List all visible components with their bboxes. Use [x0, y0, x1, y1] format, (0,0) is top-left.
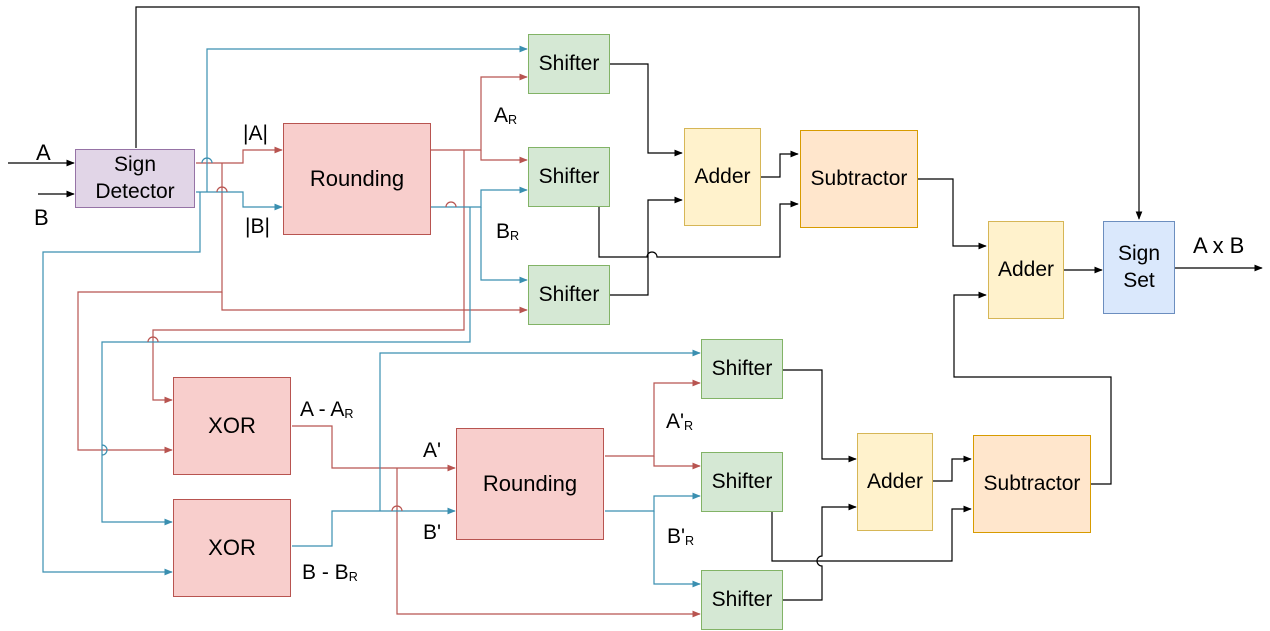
label-input-b: B — [34, 205, 49, 230]
adder-block-final: Adder — [988, 221, 1064, 319]
wire-sh1-adder — [610, 63, 683, 157]
label-input-a: A — [36, 140, 51, 165]
shifter-block-6: Shifter — [701, 570, 783, 630]
black-wires — [8, 6, 1263, 601]
wire-ar-to-sh2 — [480, 150, 528, 164]
rounding-block-bottom: Rounding — [456, 428, 604, 540]
subtractor-block-top: Subtractor — [800, 130, 918, 228]
wire-sub-adderfinal — [917, 178, 987, 250]
wire-br-to-sh2 — [431, 186, 528, 208]
label-output: A x B — [1193, 233, 1245, 258]
wire-abs-a-to-sh3 — [221, 292, 528, 314]
blue-wires — [42, 45, 701, 588]
label-b-prime: B' — [423, 521, 442, 544]
wire-a-prime-to-sh6 — [396, 468, 701, 618]
wire-sh4-adder — [783, 369, 857, 463]
wire-bpr-to-sh6 — [653, 511, 701, 588]
label-a-prime-r: A'R — [666, 410, 694, 433]
adder-block-top: Adder — [684, 128, 761, 226]
adder-block-bottom: Adder — [857, 433, 933, 531]
rounding-block-top: Rounding — [283, 123, 431, 235]
wire-b-prime-to-sh4 — [379, 349, 701, 511]
sign-set-block: Sign Set — [1103, 221, 1175, 314]
wire-sign-to-signset — [135, 6, 1143, 220]
wire-abs-a — [196, 146, 283, 164]
xor-block-bottom: XOR — [173, 499, 291, 597]
wire-sh3-adder — [610, 196, 683, 296]
shifter-block-2: Shifter — [528, 147, 610, 207]
wire-br-to-sh3 — [480, 207, 528, 284]
shifter-block-4: Shifter — [701, 339, 783, 399]
wire-abs-a-to-xor — [77, 163, 223, 454]
wire-subbottom-adderfinal — [953, 291, 1112, 485]
wire-bpr-to-sh5 — [605, 492, 701, 512]
wire-apr-to-sh4 — [605, 379, 701, 457]
wire-ar-to-sh1 — [431, 73, 528, 151]
subtractor-block-bottom: Subtractor — [973, 435, 1091, 533]
wire-adder-sub-bottom — [933, 455, 972, 482]
xor-block-top: XOR — [173, 377, 291, 475]
wire-abs-b — [196, 191, 283, 211]
wire-br-to-xor — [101, 207, 471, 526]
shifter-block-1: Shifter — [528, 34, 610, 94]
wire-xor-a-prime — [292, 425, 456, 472]
shifter-block-5: Shifter — [701, 452, 783, 512]
wire-sh2-sub — [598, 200, 799, 258]
wire-ar-to-xor — [152, 150, 465, 404]
wire-b-to-sh1 — [206, 45, 528, 192]
label-b-r: BR — [496, 220, 520, 243]
wire-xor-b-prime — [292, 507, 456, 547]
red-wires — [77, 73, 701, 618]
label-abs-a: |A| — [243, 122, 268, 145]
wire-adder-sub — [761, 150, 799, 178]
wire-b-to-xor — [42, 192, 201, 576]
label-a-minus-ar: A - AR — [300, 398, 354, 421]
wire-apr-to-sh5 — [653, 456, 701, 470]
label-a-prime: A' — [423, 439, 442, 462]
label-b-prime-r: B'R — [667, 525, 695, 548]
label-a-r: AR — [494, 104, 518, 127]
wire-sh5-sub — [771, 505, 972, 562]
label-abs-b: |B| — [245, 215, 270, 238]
shifter-block-3: Shifter — [528, 265, 610, 325]
label-b-minus-br: B - BR — [302, 561, 358, 584]
sign-detector-block: Sign Detector — [75, 149, 195, 208]
wire-sh6-adder — [783, 503, 857, 601]
wire-hops — [101, 157, 457, 512]
